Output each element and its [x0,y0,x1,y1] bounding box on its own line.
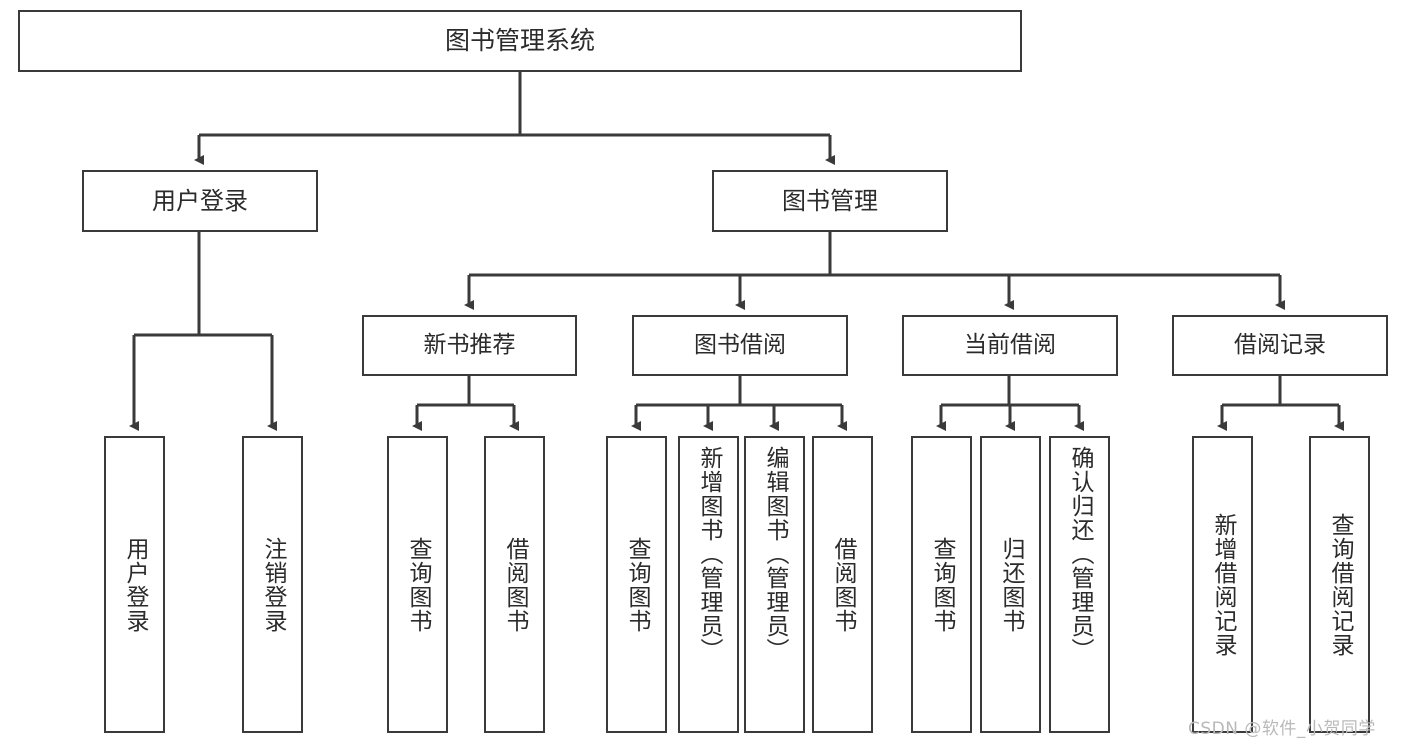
node-root-system[interactable]: 图书管理系统 [18,10,1022,72]
node-book-management[interactable]: 图书管理 [712,170,948,232]
node-leaf-edit-book[interactable]: 编辑图书（管理员） [744,436,805,733]
root-to-level2-connectors [194,72,835,165]
node-leaf-query-book-3[interactable]: 查询图书 [911,436,972,733]
new-book-recommend-to-leaves-connectors [412,376,519,431]
node-label: 查询借阅记录 [1327,512,1353,657]
node-leaf-confirm-return[interactable]: 确认归还（管理员） [1049,436,1110,733]
current-borrow-to-leaves-connectors [936,376,1084,431]
node-label: 图书管理 [782,186,878,215]
node-leaf-add-book[interactable]: 新增图书（管理员） [678,436,739,733]
csdn-watermark: CSDN @软件_小贺同学 [1188,719,1376,739]
node-label: 借阅图书 [502,536,528,633]
node-label: 用户登录 [152,186,248,215]
node-label: 图书管理系统 [444,26,595,55]
node-label: 新书推荐 [423,331,516,358]
node-label: 查询图书 [624,536,650,633]
node-label: 新增图书（管理员） [696,446,722,662]
node-label: 查询图书 [929,536,955,633]
book-borrow-to-leaves-connectors [631,376,847,431]
node-new-book-recommend[interactable]: 新书推荐 [362,315,577,376]
node-label: 新增借阅记录 [1210,512,1236,657]
node-label: 查询图书 [405,536,431,633]
user-login-to-leaves-connectors [129,232,277,431]
node-label: 借阅图书 [830,536,856,633]
node-current-borrow[interactable]: 当前借阅 [902,315,1118,376]
node-leaf-add-borrow-record[interactable]: 新增借阅记录 [1192,436,1253,733]
node-leaf-return-book[interactable]: 归还图书 [980,436,1041,733]
node-label: 注销登录 [260,536,286,633]
node-leaf-query-borrow-record[interactable]: 查询借阅记录 [1309,436,1370,733]
node-borrow-record[interactable]: 借阅记录 [1172,315,1388,376]
node-leaf-query-book-1[interactable]: 查询图书 [387,436,448,733]
node-label: 借阅记录 [1234,331,1326,358]
node-leaf-query-book-2[interactable]: 查询图书 [606,436,667,733]
node-leaf-user-login[interactable]: 用户登录 [104,436,165,733]
node-label: 确认归还（管理员） [1067,446,1093,662]
node-user-login[interactable]: 用户登录 [82,170,318,232]
book-management-to-level3-connectors [464,232,1285,310]
node-label: 用户登录 [122,536,148,633]
node-leaf-borrow-book-1[interactable]: 借阅图书 [484,436,545,733]
node-leaf-borrow-book-2[interactable]: 借阅图书 [812,436,873,733]
node-book-borrow[interactable]: 图书借阅 [632,315,848,376]
node-label: 当前借阅 [964,331,1056,358]
node-label: 编辑图书（管理员） [762,446,788,662]
node-label: 图书借阅 [694,331,786,358]
node-leaf-logout-login[interactable]: 注销登录 [242,436,303,733]
borrow-record-to-leaves-connectors [1217,376,1344,431]
node-label: 归还图书 [998,536,1024,633]
